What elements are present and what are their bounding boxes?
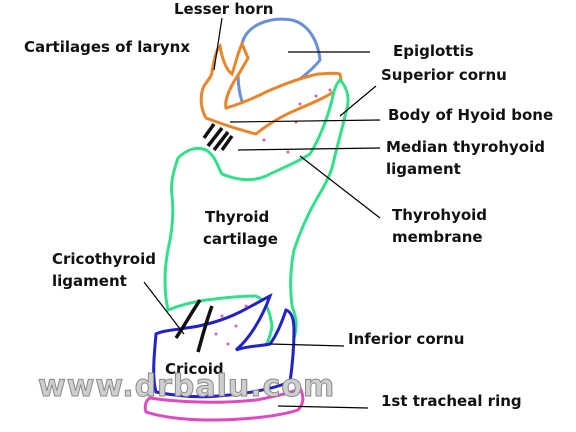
cricothyroid-ligament bbox=[174, 299, 214, 353]
label-cricoid: Cricoid bbox=[165, 360, 224, 378]
watermark: www.drbalu.com bbox=[38, 369, 335, 404]
leader-thyrohyoid-membrane bbox=[299, 155, 381, 219]
label-median-thyrohyoid-2: ligament bbox=[386, 160, 461, 178]
label-superior-cornu: Superior cornu bbox=[381, 66, 507, 84]
leader-tracheal-ring bbox=[277, 405, 369, 409]
leader-lesser-horn bbox=[213, 17, 223, 71]
leader-inferior-cornu bbox=[269, 343, 345, 347]
tracheal-ring-shape bbox=[143, 385, 305, 422]
leader-superior-cornu bbox=[339, 85, 377, 117]
label-body-hyoid: Body of Hyoid bone bbox=[388, 106, 553, 124]
label-cricothyroid-2: ligament bbox=[52, 272, 127, 290]
leader-median-thyrohyoid bbox=[237, 147, 381, 151]
label-lesser-horn: Lesser horn bbox=[174, 0, 273, 18]
label-thyroid-2: cartilage bbox=[203, 230, 278, 248]
label-thyrohyoid-1: Thyrohyoid bbox=[392, 206, 487, 224]
leader-cricothyroid bbox=[143, 281, 185, 335]
label-median-thyrohyoid-1: Median thyrohyoid bbox=[386, 138, 545, 156]
label-cricothyroid-1: Cricothyroid bbox=[52, 250, 156, 268]
label-epiglottis: Epiglottis bbox=[393, 42, 474, 60]
cricoid-cartilage-shape bbox=[152, 292, 296, 399]
hyoid-bone-shape bbox=[199, 40, 344, 136]
thyroid-cartilage-shape bbox=[163, 77, 350, 370]
label-inferior-cornu: Inferior cornu bbox=[348, 330, 464, 348]
leader-body-hyoid bbox=[229, 119, 381, 123]
label-thyroid-1: Thyroid bbox=[205, 208, 269, 226]
cricoid-dots bbox=[214, 304, 248, 346]
label-thyrohyoid-2: membrane bbox=[392, 228, 483, 246]
median-thyrohyoid-ligament bbox=[202, 122, 234, 152]
label-tracheal-ring: 1st tracheal ring bbox=[381, 392, 522, 410]
page-title: Cartilages of larynx bbox=[24, 38, 190, 56]
